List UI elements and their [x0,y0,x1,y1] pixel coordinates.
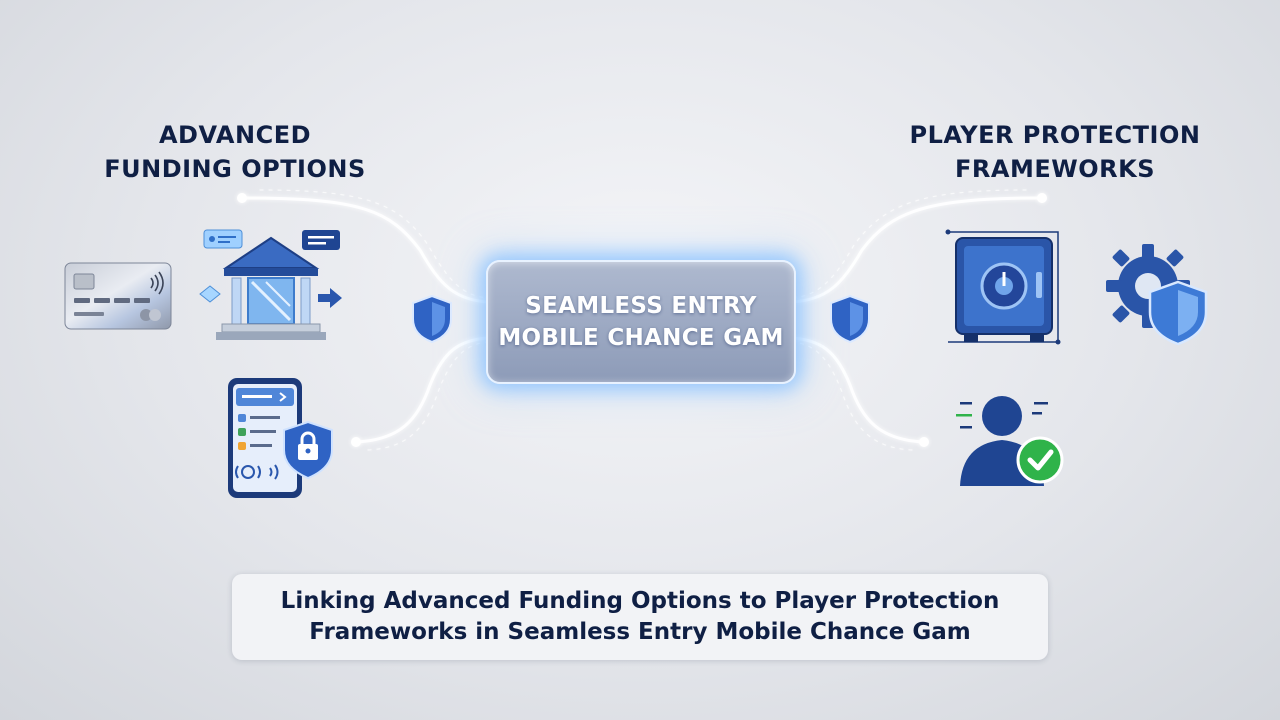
connector-node [1037,193,1047,203]
right-heading: PLAYER PROTECTION FRAMEWORKS [890,118,1220,186]
right-heading-line1: PLAYER PROTECTION [909,121,1201,149]
caption-line2: Frameworks in Seamless Entry Mobile Chan… [309,619,971,645]
shield-icon [412,294,452,344]
credit-card-icon [64,262,172,330]
caption-box: Linking Advanced Funding Options to Play… [232,574,1048,660]
connector-line-top-right [790,196,1044,304]
left-heading: ADVANCED FUNDING OPTIONS [70,118,400,186]
left-heading-line1: ADVANCED [158,121,312,149]
bank-icon [199,229,342,340]
connector-node [351,437,361,447]
right-heading-line2: FRAMEWORKS [955,155,1155,183]
left-heading-line2: FUNDING OPTIONS [104,155,366,183]
center-node-line2: MOBILE CHANCE GAM [498,325,784,351]
center-node-line1: SEAMLESS ENTRY [525,293,757,319]
connector-node [237,193,247,203]
caption-line1: Linking Advanced Funding Options to Play… [280,588,1000,614]
verified-user-icon [956,396,1064,486]
connector-line-bottom-right [790,336,926,444]
mobile-wallet-lock-icon [228,378,333,498]
center-node: SEAMLESS ENTRY MOBILE CHANCE GAM [486,260,796,384]
gear-shield-icon [1106,244,1208,346]
safe-vault-icon [945,229,1061,345]
connector-line-bottom-left [354,336,490,444]
connector-node [919,437,929,447]
shield-icon [830,294,870,344]
connector-line-top-left [242,196,490,304]
